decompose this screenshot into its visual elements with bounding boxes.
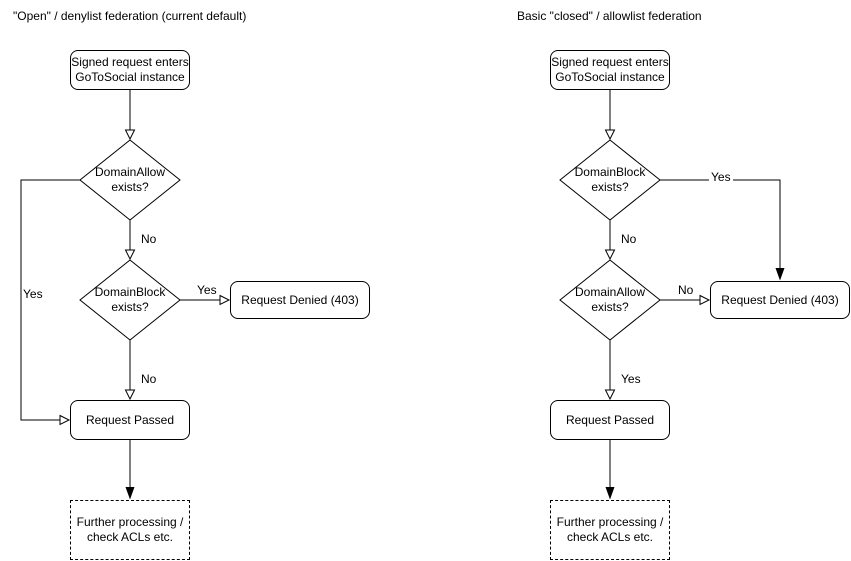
left-decision2-no-label: No <box>141 372 157 386</box>
right-passed-node: Request Passed <box>550 400 670 440</box>
right-start-node: Signed request enters GoToSocial instanc… <box>550 50 670 90</box>
left-chart-title: "Open" / denylist federation (current de… <box>13 9 247 23</box>
left-decision1-label: DomainAllow exists? <box>94 165 166 194</box>
right-denied-node: Request Denied (403) <box>710 281 850 319</box>
right-decision2-yes-label: Yes <box>621 372 641 386</box>
left-decision2-yes-label: Yes <box>197 283 217 297</box>
left-decision1-yes-label: Yes <box>23 287 43 301</box>
left-further-node: Further processing / check ACLs etc. <box>70 500 190 560</box>
right-decision2-label: DomainAllow exists? <box>574 285 646 314</box>
right-decision2-no-label: No <box>678 283 694 297</box>
left-passed-node: Request Passed <box>70 400 190 440</box>
right-edge-decision1-yes <box>660 179 785 281</box>
right-decision1-no-label: No <box>621 232 637 246</box>
left-edge-decision1-yes <box>20 179 80 426</box>
left-start-node: Signed request enters GoToSocial instanc… <box>70 50 190 90</box>
left-decision1-no-label: No <box>141 232 157 246</box>
left-denied-node: Request Denied (403) <box>230 281 370 319</box>
left-decision2-label: DomainBlock exists? <box>94 285 166 314</box>
right-decision1-label: DomainBlock exists? <box>574 165 646 194</box>
right-decision1-yes-label: Yes <box>709 170 733 184</box>
right-further-node: Further processing / check ACLs etc. <box>550 500 670 560</box>
right-chart-title: Basic "closed" / allowlist federation <box>517 9 702 23</box>
